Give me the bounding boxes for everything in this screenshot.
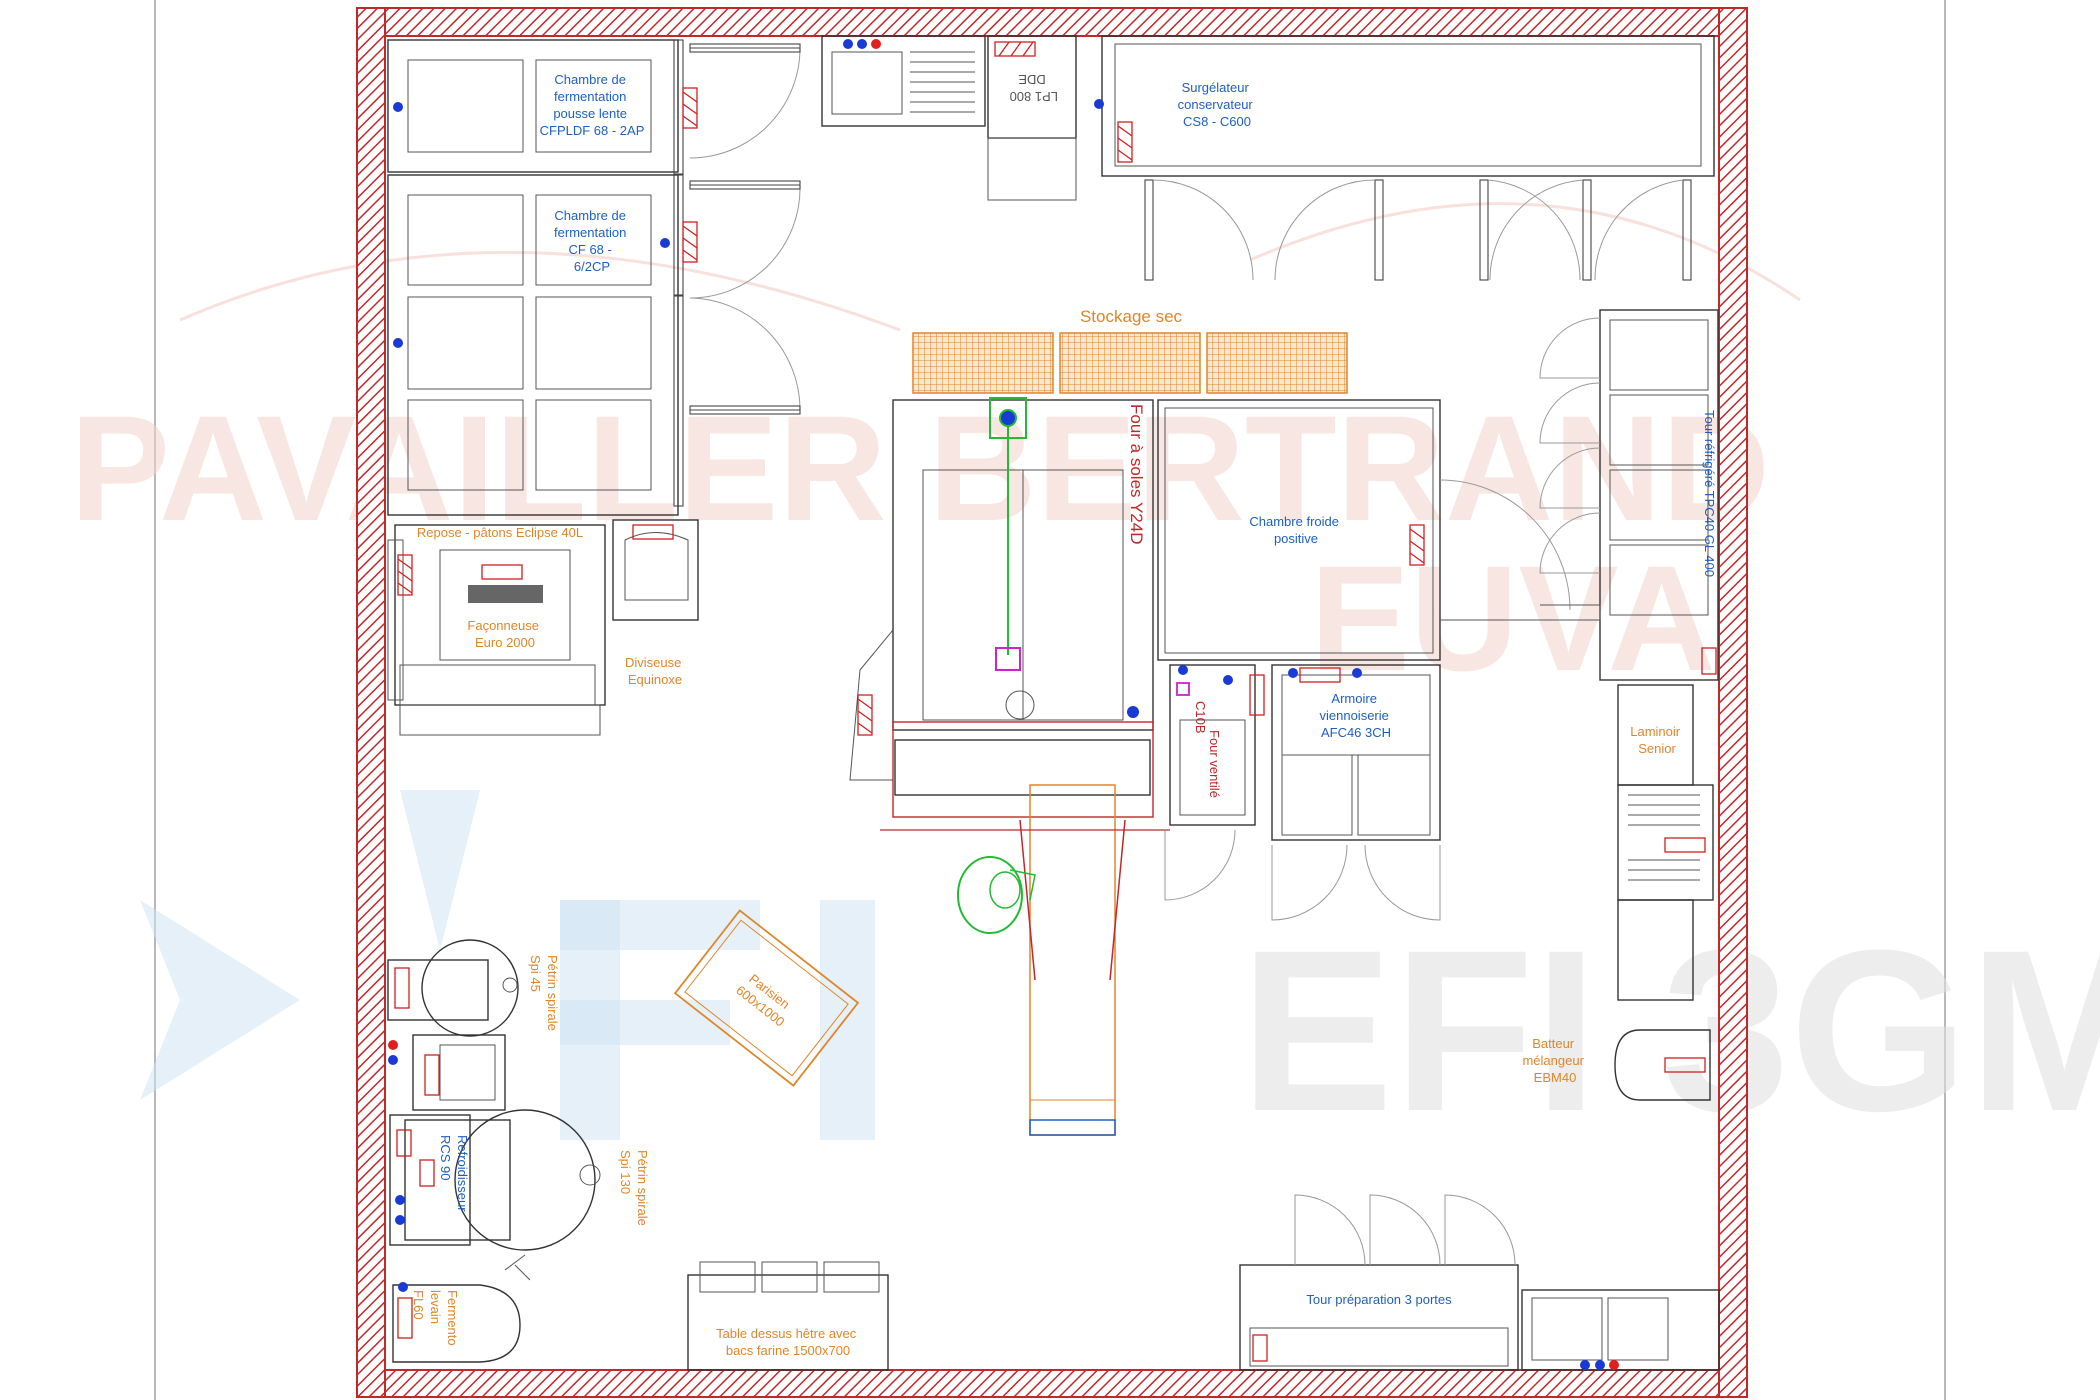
faconneuse-label: Façonneuse Euro 2000 bbox=[467, 618, 542, 650]
spiral-mixer-spi45: Pétrin spirale Spi 45 bbox=[387, 939, 560, 1037]
viennoiserie-cabinet: Armoire viennoiserie AFC46 3CH bbox=[1271, 664, 1441, 921]
exterior-walls bbox=[356, 7, 1748, 1398]
prep-sink bbox=[1521, 1289, 1720, 1371]
fermento-label: Fermento levain FL60 bbox=[411, 1290, 460, 1349]
tour-prep-label: Tour préparation 3 portes bbox=[1306, 1292, 1452, 1307]
dough-moulder-and-resting: Repose - pâtons Eclipse 40L Façonneuse E… bbox=[387, 524, 606, 736]
operator-figure bbox=[957, 856, 1036, 934]
fermentation-chamber-cf68: Chambre de fermentation CF 68 - 6/2CP bbox=[387, 174, 679, 516]
batteur-label: Batteur mélangeur EBM40 bbox=[1522, 1036, 1587, 1085]
refroidisseur-label: Refroidisseur RCS 90 bbox=[438, 1135, 470, 1215]
blast-freezer-surgelateur: Surgélateur conservateur CS8 - C600 bbox=[1094, 35, 1715, 281]
spiral-mixer-spi130: Pétrin spirale Spi 130 bbox=[404, 1109, 650, 1251]
cold-room-label: Chambre froide positive bbox=[1249, 514, 1342, 546]
laminoir-label: Laminoir Senior bbox=[1630, 724, 1683, 756]
cold-room-positive: Chambre froide positive bbox=[1157, 399, 1571, 661]
cfpldf-label: Chambre de fermentation pousse lente CFP… bbox=[540, 72, 645, 138]
sockets-fermentation bbox=[682, 87, 698, 263]
petrin130-label: Pétrin spirale Spi 130 bbox=[618, 1150, 650, 1230]
table-hetre-label: Table dessus hêtre avec bacs farine 1500… bbox=[716, 1326, 860, 1358]
prep-tower-3-doors: Tour préparation 3 portes bbox=[1239, 1194, 1519, 1371]
dry-storage-label: Stockage sec bbox=[1080, 307, 1183, 326]
dry-storage: Stockage sec bbox=[912, 307, 1348, 394]
divider-equinoxe: Diviseuse Equinoxe bbox=[612, 519, 699, 687]
fermento-levain: Fermento levain FL60 bbox=[392, 1254, 531, 1363]
armoire-label: Armoire viennoiserie AFC46 3CH bbox=[1320, 691, 1393, 740]
cf68-label: Chambre de fermentation CF 68 - 6/2CP bbox=[554, 208, 630, 274]
lp1-dishwasher: LP1 800 DDE bbox=[987, 35, 1077, 201]
petrin45-label: Pétrin spirale Spi 45 bbox=[528, 955, 560, 1035]
watermark: PAVAILLER BERTRAND EUVA EFI 3GM bbox=[70, 202, 2100, 1159]
deck-oven-label: Four à soles Y24D bbox=[1127, 404, 1146, 544]
repose-patons-label: Repose - pâtons Eclipse 40L bbox=[417, 525, 583, 540]
mixer-batteur: Batteur mélangeur EBM40 bbox=[1522, 1029, 1711, 1101]
watermark-brand-1: PAVAILLER BERTRAND bbox=[70, 384, 1770, 552]
oven-loader-conveyor bbox=[880, 784, 1170, 1136]
refrigerated-tower-label: Tour réfrigéré TPC40 GL 400 bbox=[1702, 410, 1717, 577]
parisien-label: Parisien 600x1000 bbox=[733, 969, 798, 1029]
fermentation-chamber-cfpldf: Chambre de fermentation pousse lente CFP… bbox=[387, 39, 679, 173]
lp1-label: LP1 800 DDE bbox=[1006, 72, 1058, 104]
beech-table-flour-bins: Table dessus hêtre avec bacs farine 1500… bbox=[687, 1261, 889, 1371]
refroidisseur-rcs90: Refroidisseur RCS 90 bbox=[389, 1114, 471, 1246]
dough-sheeter-laminoir: Laminoir Senior bbox=[1617, 684, 1714, 1001]
convection-oven-label: Four ventilé C10B bbox=[1193, 701, 1222, 802]
deck-oven: Four à soles Y24D bbox=[849, 397, 1154, 818]
refrigerated-tower: Tour réfrigéré TPC40 GL 400 bbox=[1440, 309, 1719, 681]
sink-unit bbox=[821, 35, 986, 127]
diviseuse-label: Diviseuse Equinoxe bbox=[625, 655, 685, 687]
convection-oven: Four ventilé C10B bbox=[1164, 664, 1265, 901]
surgelateur-label: Surgélateur conservateur CS8 - C600 bbox=[1178, 80, 1257, 129]
freezer-doors bbox=[1144, 179, 1692, 281]
cooling-unit bbox=[388, 1034, 506, 1111]
watermark-brand-2: EUVA bbox=[1310, 534, 1716, 702]
